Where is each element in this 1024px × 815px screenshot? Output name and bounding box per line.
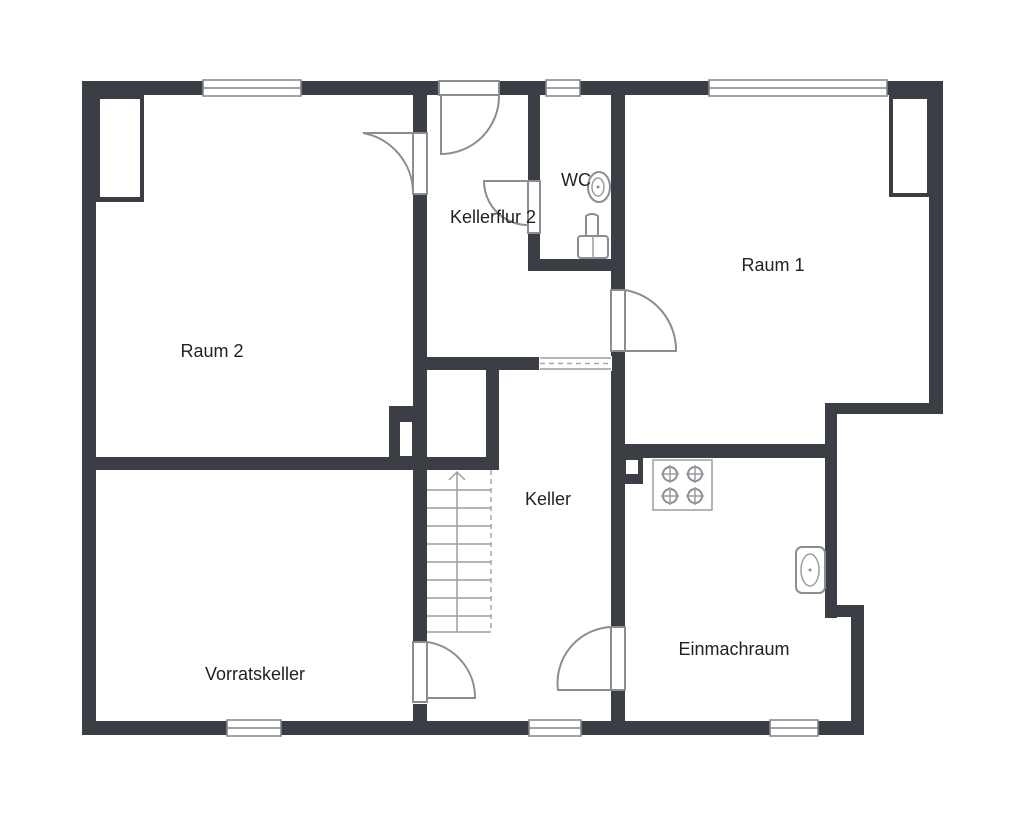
door-raum1 [610, 289, 678, 352]
wall-raum1-west [611, 81, 625, 733]
window-raum1-north [708, 79, 888, 97]
room-label-keller: Keller [525, 489, 571, 509]
wall-wc-west [528, 81, 540, 271]
einmachraum-washbasin-icon [795, 546, 826, 594]
window-einmachraum-south [769, 719, 819, 737]
door-vorratskeller [412, 641, 477, 703]
room-label-vorratskeller: Vorratskeller [205, 664, 305, 684]
outer-wall-right-upper [929, 81, 943, 414]
wall-wc-south [528, 259, 625, 271]
wall-stair-top [413, 457, 499, 470]
room-labels: Raum 2 Kellerflur 2 WC Raum 1 Keller Ein… [180, 170, 804, 684]
washbasin-icon [587, 171, 611, 203]
door-kellerflur-north [438, 80, 501, 156]
stair-arrow-icon [448, 470, 466, 481]
door-einmachraum [556, 626, 626, 691]
outer-wall-bottom [82, 721, 864, 735]
chimney-raum1 [889, 95, 931, 197]
toilet-icon [577, 213, 609, 259]
window-keller-south [528, 719, 582, 737]
wall-flur-south [413, 357, 541, 370]
outer-wall-step-top [825, 403, 943, 414]
door-raum2 [362, 132, 428, 195]
stove-icon [652, 459, 713, 511]
window-vorratskeller-south [226, 719, 282, 737]
room-label-wc: WC [561, 170, 591, 190]
outer-wall-left [82, 81, 96, 735]
chimney-raum2 [96, 95, 144, 202]
room-label-raum2: Raum 2 [180, 341, 243, 361]
windows [202, 79, 888, 737]
room-label-raum1: Raum 1 [741, 255, 804, 275]
staircase [427, 470, 492, 633]
wall-raum1-south [611, 444, 837, 458]
window-raum2-north [202, 79, 302, 97]
shaft-opening [626, 460, 638, 474]
room-label-kellerflur2: Kellerflur 2 [450, 207, 536, 227]
chimney-flue [400, 422, 412, 456]
wall-stair-east [486, 357, 499, 470]
opening-flur-keller [540, 357, 611, 370]
room-label-einmachraum: Einmachraum [678, 639, 789, 659]
outer-wall-right-lower [851, 605, 864, 735]
doors [362, 80, 678, 703]
wall-raum2-south [82, 457, 427, 470]
window-wc-north [545, 79, 581, 97]
outer-wall-right-mid [825, 403, 837, 618]
door-wc [482, 180, 541, 234]
